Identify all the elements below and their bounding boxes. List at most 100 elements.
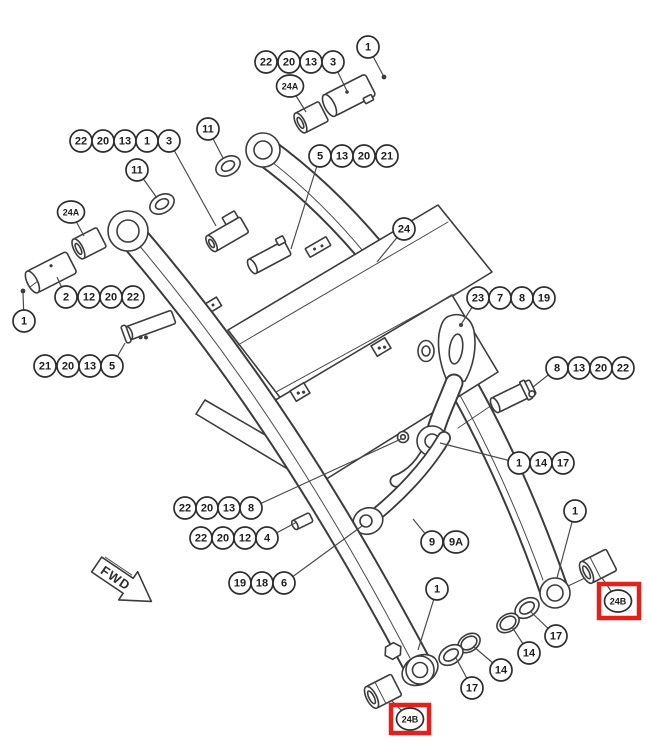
callout-balloon-18[interactable]: 18	[250, 571, 274, 595]
callout-balloon-8[interactable]: 8	[545, 356, 569, 380]
svg-text:24A: 24A	[63, 208, 80, 218]
callout-balloon-5[interactable]: 5	[100, 354, 124, 378]
callout-balloon-6[interactable]: 6	[272, 571, 296, 595]
highlight-box	[388, 702, 432, 736]
callout-balloon-2[interactable]: 2	[54, 285, 78, 309]
callout-balloon-4[interactable]: 4	[255, 526, 279, 550]
callout-balloon-13[interactable]: 13	[113, 129, 137, 153]
callout-balloon-14[interactable]: 14	[517, 641, 541, 665]
svg-text:22: 22	[617, 363, 629, 375]
leader-line	[283, 525, 363, 584]
weld-pad	[289, 381, 311, 403]
callout-balloon-22[interactable]: 22	[173, 496, 197, 520]
leader-line	[290, 155, 321, 250]
svg-text:2: 2	[63, 292, 69, 304]
callout-balloon-12[interactable]: 12	[233, 526, 257, 550]
callout-balloon-24a[interactable]: 24A	[275, 74, 305, 98]
pin-top	[321, 74, 387, 118]
callout-balloon-13[interactable]: 13	[567, 356, 591, 380]
callout-balloon-3[interactable]: 3	[321, 50, 345, 74]
tube-3	[205, 210, 250, 253]
callout-balloon-13[interactable]: 13	[330, 144, 354, 168]
callout-balloon-20[interactable]: 20	[352, 144, 376, 168]
callout-balloon-19[interactable]: 19	[228, 571, 252, 595]
callout-balloon-13[interactable]: 13	[78, 354, 102, 378]
callout-balloon-24b[interactable]: 24B	[603, 589, 633, 613]
callout-balloon-20[interactable]: 20	[56, 354, 80, 378]
callout-balloon-20[interactable]: 20	[589, 356, 613, 380]
svg-text:14: 14	[523, 648, 536, 660]
callout-balloon-17[interactable]: 17	[544, 624, 568, 648]
callout-balloon-1[interactable]: 1	[356, 35, 380, 59]
callout-balloon-1[interactable]: 1	[12, 309, 36, 333]
callout-balloon-11[interactable]: 11	[196, 117, 220, 141]
svg-text:17: 17	[466, 683, 478, 695]
callout-balloon-22[interactable]: 22	[189, 526, 213, 550]
callout-balloon-21[interactable]: 21	[33, 354, 57, 378]
svg-text:13: 13	[223, 503, 235, 515]
callout-balloon-5[interactable]: 5	[308, 144, 332, 168]
callout-balloon-9[interactable]: 9	[420, 530, 444, 554]
callout-balloon-20[interactable]: 20	[99, 285, 123, 309]
bushing-24a-top	[293, 101, 329, 134]
svg-text:20: 20	[358, 151, 370, 163]
pin-4	[290, 512, 314, 531]
svg-text:12: 12	[83, 292, 95, 304]
callout-balloon-20[interactable]: 20	[195, 496, 219, 520]
callout-balloon-8[interactable]: 8	[510, 286, 534, 310]
svg-text:13: 13	[84, 361, 96, 373]
callout-balloon-13[interactable]: 13	[217, 496, 241, 520]
svg-text:19: 19	[538, 293, 550, 305]
highlight-boxes	[388, 581, 642, 736]
svg-text:22: 22	[75, 136, 87, 148]
svg-text:1: 1	[21, 316, 27, 328]
svg-text:9A: 9A	[449, 537, 463, 549]
callout-balloon-24b[interactable]: 24B	[395, 707, 425, 731]
callout-balloon-17[interactable]: 17	[551, 451, 575, 475]
callout-balloon-19[interactable]: 19	[532, 286, 556, 310]
svg-text:18: 18	[256, 578, 268, 590]
callout-balloon-1[interactable]: 1	[563, 499, 587, 523]
callout-balloon-14[interactable]: 14	[529, 451, 553, 475]
svg-text:8: 8	[248, 503, 254, 515]
callout-balloon-8[interactable]: 8	[239, 496, 263, 520]
svg-text:3: 3	[166, 136, 172, 148]
callout-balloon-24[interactable]: 24	[392, 217, 416, 241]
svg-text:24A: 24A	[282, 82, 299, 92]
callout-balloon-1[interactable]: 1	[507, 451, 531, 475]
weld-pad	[370, 336, 392, 358]
callout-balloon-21[interactable]: 21	[375, 144, 399, 168]
callout-balloon-12[interactable]: 12	[77, 285, 101, 309]
callout-balloon-22[interactable]: 22	[611, 356, 635, 380]
callout-balloon-11[interactable]: 11	[125, 158, 149, 182]
callout-balloon-24a[interactable]: 24A	[56, 200, 86, 224]
callout-balloon-1[interactable]: 1	[135, 129, 159, 153]
callout-balloon-22[interactable]: 22	[254, 50, 278, 74]
callout-balloon-20[interactable]: 20	[277, 50, 301, 74]
svg-text:13: 13	[336, 151, 348, 163]
callout-balloon-7[interactable]: 7	[488, 286, 512, 310]
callout-balloon-3[interactable]: 3	[157, 129, 181, 153]
svg-text:12: 12	[239, 533, 251, 545]
svg-text:24B: 24B	[402, 715, 419, 725]
callout-balloon-13[interactable]: 13	[299, 50, 323, 74]
callout-balloon-22[interactable]: 22	[121, 285, 145, 309]
callout-balloon-1[interactable]: 1	[425, 577, 449, 601]
svg-text:20: 20	[97, 136, 109, 148]
callout-balloon-22[interactable]: 22	[69, 129, 93, 153]
svg-text:1: 1	[365, 42, 371, 54]
svg-text:11: 11	[131, 165, 143, 177]
callout-balloon-14[interactable]: 14	[489, 658, 513, 682]
svg-text:24B: 24B	[610, 597, 627, 607]
callout-balloon-17[interactable]: 17	[460, 676, 484, 700]
callout-balloon-20[interactable]: 20	[211, 526, 235, 550]
svg-text:13: 13	[119, 136, 131, 148]
bushing-24a-left	[71, 227, 107, 260]
callout-balloon-23[interactable]: 23	[466, 286, 490, 310]
callout-balloon-9a[interactable]: 9A	[442, 530, 470, 554]
leader-line	[250, 438, 402, 509]
svg-text:1: 1	[144, 136, 150, 148]
rod-pin-left	[120, 309, 177, 344]
svg-text:24: 24	[398, 224, 411, 236]
callout-balloon-20[interactable]: 20	[91, 129, 115, 153]
